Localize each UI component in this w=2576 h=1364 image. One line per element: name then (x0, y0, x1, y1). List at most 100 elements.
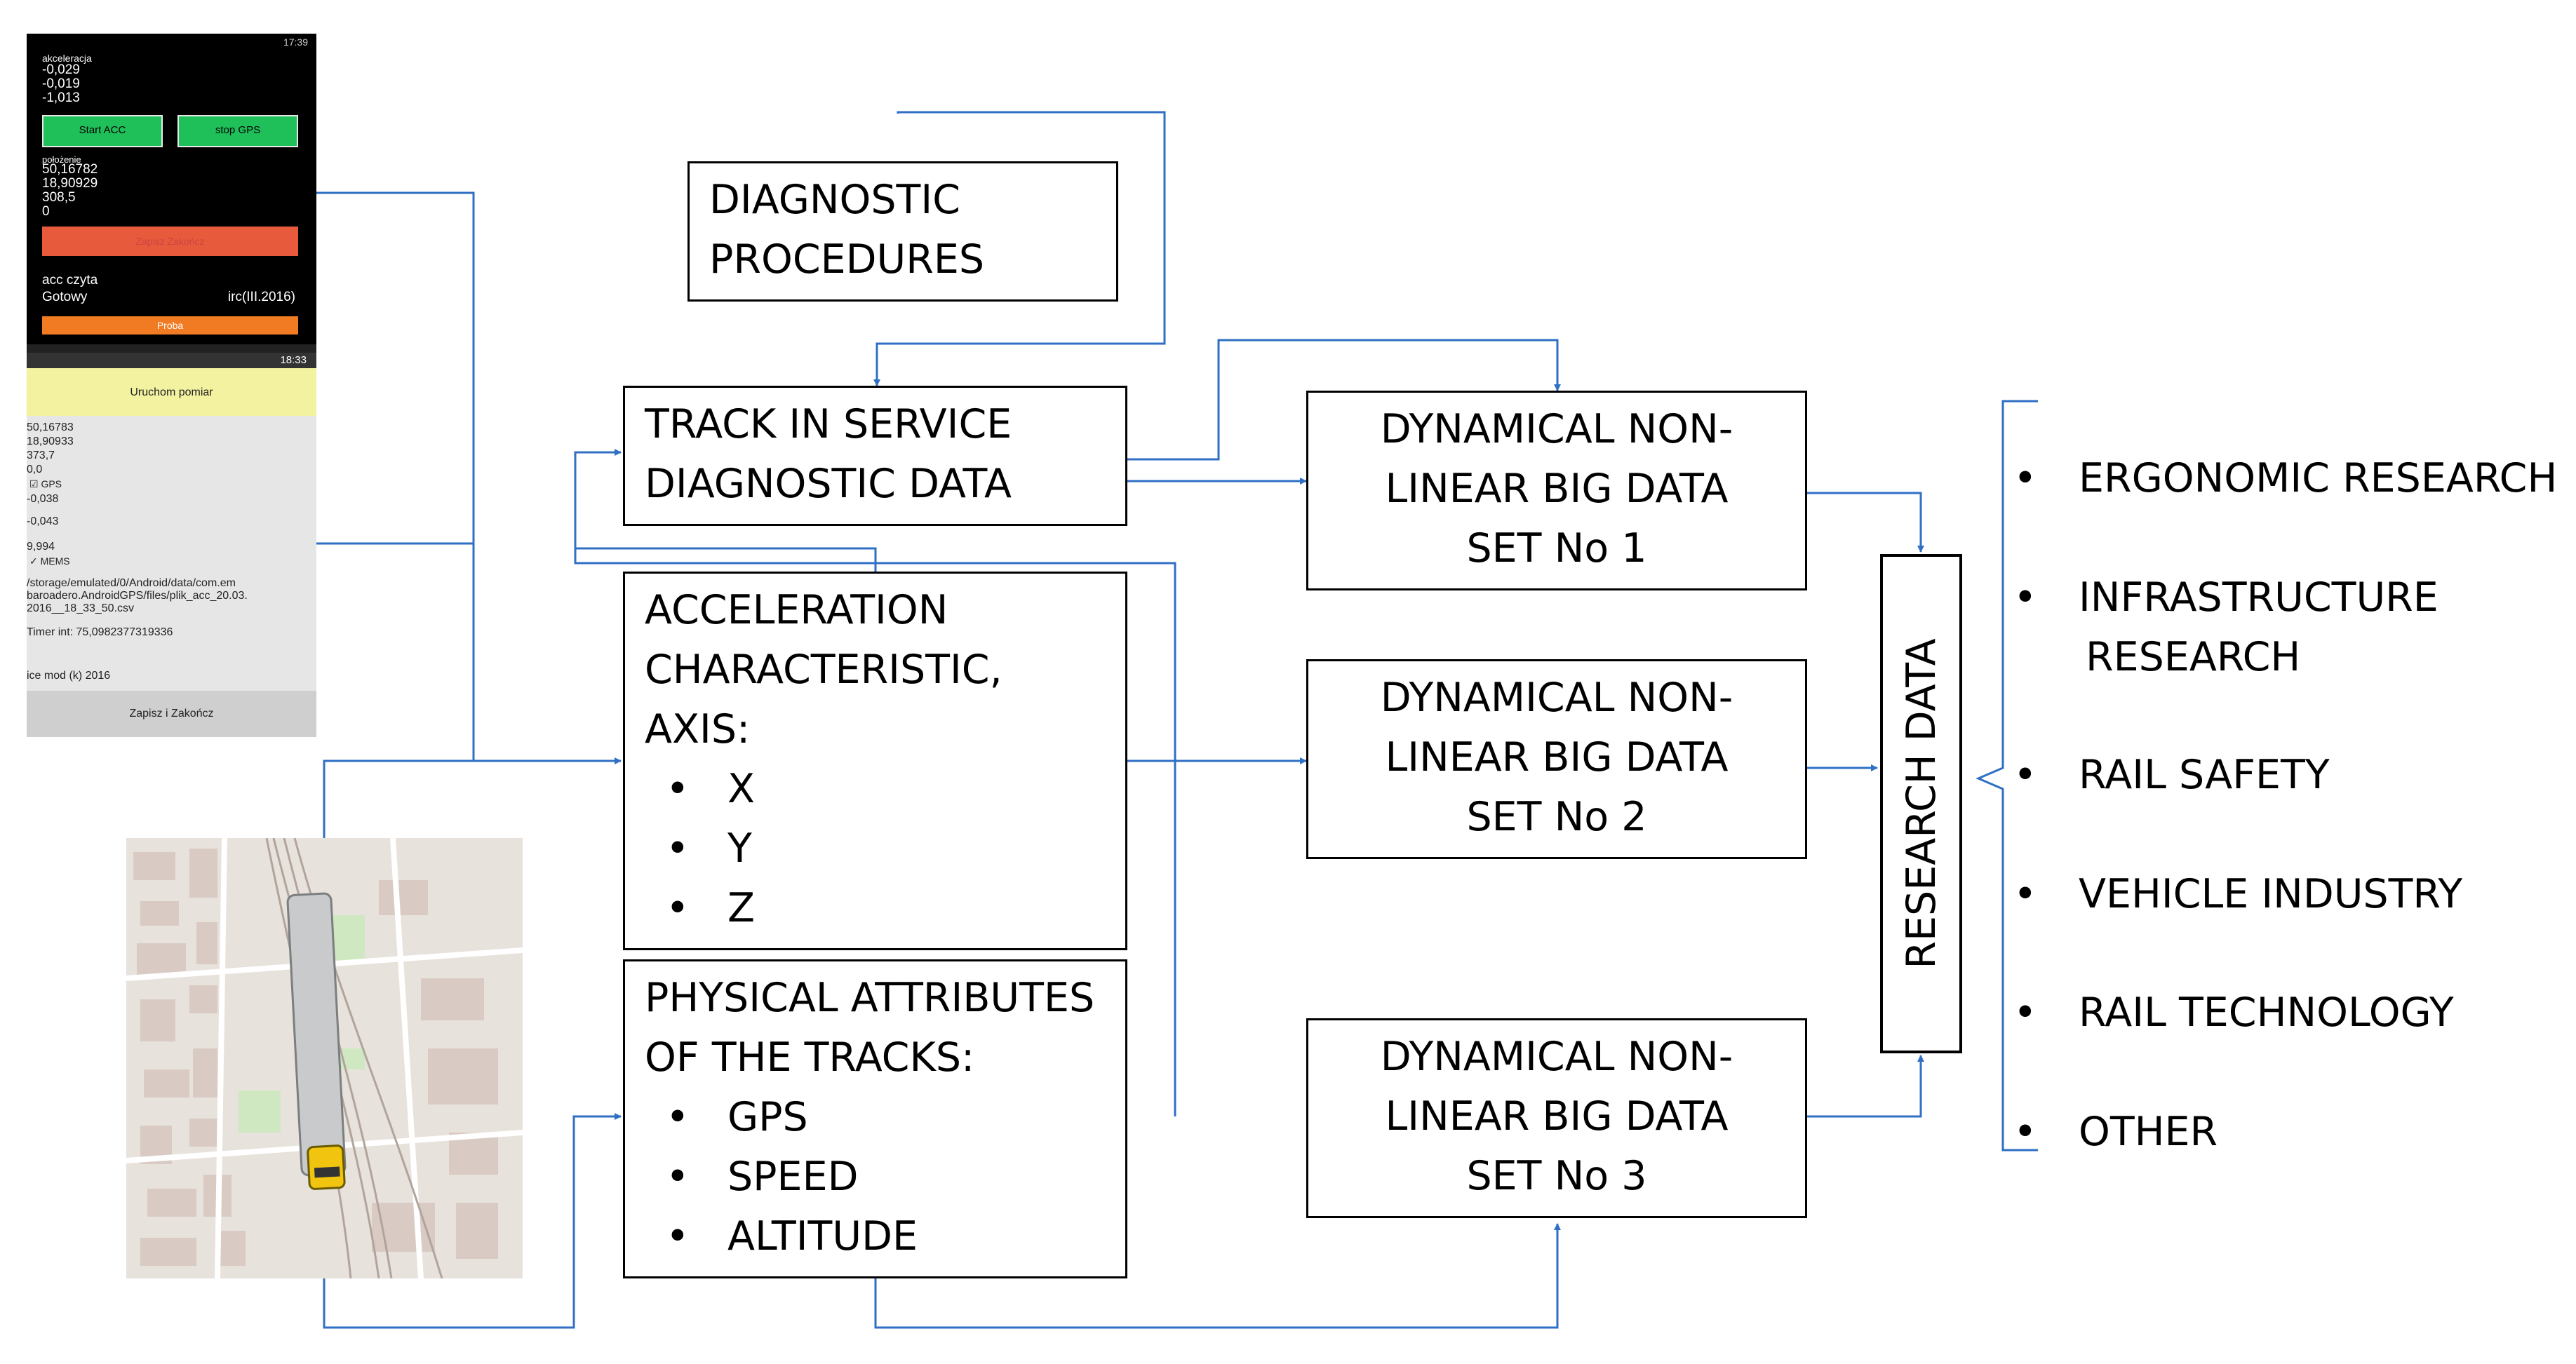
accel-y: -0,019 (42, 76, 80, 91)
mems-y: -0,043 (27, 515, 59, 527)
save-finish-button[interactable]: Zapisz Zakończ (42, 227, 298, 256)
box-line: SET No 3 (1466, 1153, 1647, 1199)
box-line: DYNAMICAL NON- (1380, 1034, 1733, 1080)
connector-physical-set3 (874, 1223, 1561, 1329)
file-path-2: baroadero.AndroidGPS/files/plik_acc_20.0… (27, 590, 248, 602)
box-line: AXIS: (645, 706, 751, 752)
connector-feedback-branch (575, 547, 877, 572)
version-label: irc(III.2016) (227, 290, 295, 304)
connector-phone2 (316, 542, 622, 764)
log-lon: 18,90933 (27, 435, 74, 447)
research-data-label: RESEARCH DATA (1898, 638, 1945, 969)
connector-map-accel (323, 759, 474, 838)
box-line: TRACK IN SERVICE (645, 401, 1012, 447)
box-line: SET No 2 (1466, 794, 1647, 840)
phone-screenshot-log: 18:33 Uruchom pomiar 50,16783 18,90933 3… (27, 353, 316, 737)
box-line: ACCELERATION (645, 587, 948, 633)
save-and-finish-button[interactable]: Zapisz i Zakończ (27, 691, 316, 737)
check-icon: ☑ (29, 478, 41, 489)
box-line: DIAGNOSTIC (709, 177, 960, 223)
connector-set1-research (1807, 492, 1924, 553)
mems-x: -0,038 (27, 493, 59, 505)
box-line: CHARACTERISTIC, (645, 647, 1002, 693)
box-line: PHYSICAL ATTRIBUTES (645, 975, 1095, 1021)
file-path-1: /storage/emulated/0/Android/data/com.em (27, 577, 236, 589)
gps-label: GPS (41, 478, 62, 489)
log-alt: 373,7 (27, 450, 55, 461)
research-data-box: RESEARCH DATA (1880, 554, 1962, 1053)
output-label: RAIL TECHNOLOGY (2079, 990, 2454, 1036)
big-data-set-1-box: DYNAMICAL NON- LINEAR BIG DATA SET No 1 (1306, 391, 1807, 590)
box-line: LINEAR BIG DATA (1385, 734, 1729, 781)
position-speed: 0 (42, 204, 50, 219)
connector-map-physical (323, 1113, 622, 1329)
connector-feedback-track (574, 449, 1176, 1116)
output-label: RESEARCH (2086, 634, 2301, 680)
position-alt: 308,5 (42, 190, 76, 205)
accel-x: -0,029 (42, 62, 80, 77)
axis-z-item: Z (645, 879, 1125, 938)
log-speed: 0,0 (27, 464, 43, 475)
axis-x-item: X (645, 759, 1125, 819)
track-in-service-box: TRACK IN SERVICE DIAGNOSTIC DATA (623, 386, 1127, 526)
connector-track-set1-top (1127, 339, 1561, 461)
save-and-finish-label: Zapisz i Zakończ (129, 708, 214, 720)
ready-label: Gotowy (42, 290, 88, 304)
box-line: LINEAR BIG DATA (1385, 466, 1729, 512)
output-label: ERGONOMIC RESEARCH (2079, 455, 2558, 501)
phone-screenshot-app: 17:39 akceleracja -0,029 -0,019 -1,013 S… (27, 34, 316, 353)
axis-y-item: Y (645, 819, 1125, 879)
physical-attributes-box: PHYSICAL ATTRIBUTES OF THE TRACKS: GPS S… (623, 959, 1127, 1278)
stop-gps-button[interactable]: stop GPS (177, 115, 298, 147)
mems-z: 9,994 (27, 541, 55, 553)
gps-item: GPS (645, 1088, 1125, 1147)
altitude-item: ALTITUDE (645, 1207, 1125, 1267)
acceleration-box: ACCELERATION CHARACTERISTIC, AXIS: X Y Z (623, 572, 1127, 950)
map-with-tram-image (126, 838, 523, 1278)
position-label: położenie (42, 154, 81, 165)
accel-label: akceleracja (42, 53, 92, 64)
box-line: DYNAMICAL NON- (1380, 675, 1733, 721)
box-line: SET No 1 (1466, 525, 1647, 572)
start-measure-banner[interactable]: Uruchom pomiar (27, 368, 316, 416)
output-label: INFRASTRUCTURE (2079, 574, 2439, 621)
phone2-status-bar (27, 353, 316, 368)
output-label: RAIL SAFETY (2079, 752, 2330, 798)
file-path-3: 2016__18_33_50.csv (27, 602, 135, 614)
diagnostic-procedures-box: DIAGNOSTIC PROCEDURES (687, 161, 1118, 302)
start-acc-button[interactable]: Start ACC (42, 115, 163, 147)
tram-icon (286, 892, 347, 1190)
output-label: VEHICLE INDUSTRY (2079, 871, 2463, 917)
box-line: DIAGNOSTIC DATA (645, 461, 1012, 507)
connector-phone1 (316, 191, 475, 761)
footer-note: ice mod (k) 2016 (27, 670, 111, 682)
accel-z: -1,013 (42, 90, 80, 105)
gps-checkbox[interactable]: ☑ GPS (29, 478, 62, 490)
box-line: LINEAR BIG DATA (1385, 1093, 1729, 1140)
output-brace (1975, 400, 2038, 1152)
box-line: OF THE TRACKS: (645, 1034, 975, 1081)
big-data-set-3-box: DYNAMICAL NON- LINEAR BIG DATA SET No 3 (1306, 1018, 1807, 1218)
timer-label: Timer int: 75,0982377319336 (27, 626, 173, 638)
log-lat: 50,16783 (27, 421, 74, 433)
position-lat: 50,16782 (42, 162, 98, 177)
big-data-set-2-box: DYNAMICAL NON- LINEAR BIG DATA SET No 2 (1306, 659, 1807, 859)
phone1-bottom-bar (27, 344, 316, 353)
start-measure-label: Uruchom pomiar (130, 386, 213, 398)
speed-item: SPEED (645, 1147, 1125, 1207)
mems-checkbox[interactable]: ✓ MEMS (29, 555, 70, 567)
mems-label: MEMS (40, 555, 70, 567)
connector-set3-research (1807, 1055, 1924, 1118)
box-line: PROCEDURES (709, 236, 985, 283)
status-time-2: 18:33 (280, 354, 307, 366)
acc-read-label: acc czyta (42, 273, 98, 288)
box-line: DYNAMICAL NON- (1380, 406, 1733, 452)
connector-procedures-loop (873, 111, 1166, 386)
position-lon: 18,90929 (42, 176, 98, 191)
check-icon: ✓ (29, 555, 41, 567)
status-time: 17:39 (283, 36, 308, 48)
output-label: OTHER (2079, 1109, 2218, 1155)
probe-button[interactable]: Proba (42, 316, 298, 335)
